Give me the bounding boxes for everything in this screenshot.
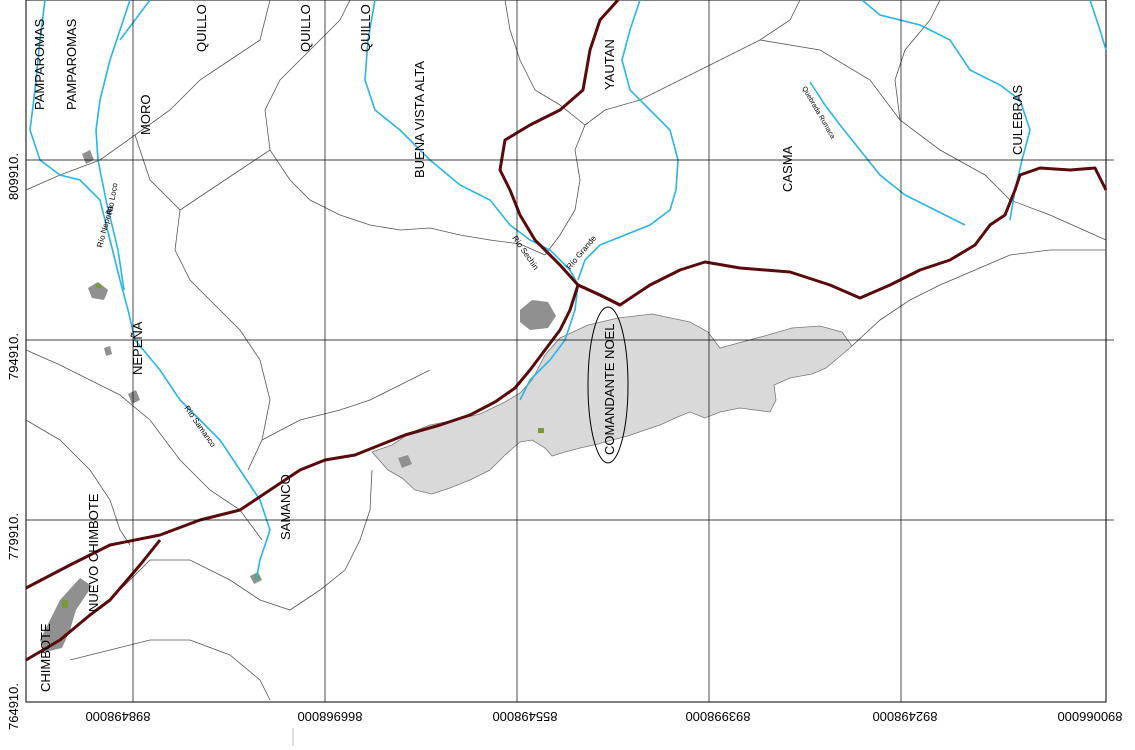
label-nuevo-chimbote: NUEVO CHIMBOTE xyxy=(86,493,101,612)
label-yautan: YAUTAN xyxy=(602,39,617,90)
y-tick-1: 809910. xyxy=(6,153,21,200)
label-pamparomas-2: PAMPAROMAS xyxy=(64,18,79,110)
comandante-noel-area xyxy=(371,313,853,495)
label-quillo-2: QUILLO xyxy=(298,4,313,52)
label-culebras: CULEBRAS xyxy=(1010,85,1025,155)
label-quillo-1: QUILLO xyxy=(194,4,209,52)
x-tick-1: 898498000 xyxy=(85,709,150,724)
coordinate-grid xyxy=(26,0,1114,702)
y-tick-4: 764910. xyxy=(6,683,21,730)
district-boundaries xyxy=(25,0,1107,701)
x-tick-4: 893998000 xyxy=(685,709,750,724)
rivers xyxy=(29,0,1107,581)
label-buena-vista-alta: BUENA VISTA ALTA xyxy=(412,61,427,178)
y-tick-3: 779910. xyxy=(6,513,21,560)
label-nepena: NEPEÑA xyxy=(130,321,145,375)
label-moro: MORO xyxy=(138,95,153,135)
x-tick-2: 866968000 xyxy=(297,709,362,724)
label-chimbote: CHIMBOTE xyxy=(38,623,53,692)
y-tick-2: 794910. xyxy=(6,333,21,380)
label-samanco: SAMANCO xyxy=(278,474,293,540)
label-pamparomas-1: PAMPAROMAS xyxy=(32,18,47,110)
label-comandante-noel: COMANDANTE NOEL xyxy=(602,324,617,455)
x-tick-6: 890066000 xyxy=(1057,709,1122,724)
label-casma: CASMA xyxy=(780,145,795,192)
highlight-ellipse xyxy=(587,306,629,464)
x-tick-5: 892498000 xyxy=(872,709,937,724)
roads xyxy=(25,0,1108,662)
label-quillo-3: QUILLO xyxy=(358,4,373,52)
x-tick-3: 855498000 xyxy=(492,709,557,724)
